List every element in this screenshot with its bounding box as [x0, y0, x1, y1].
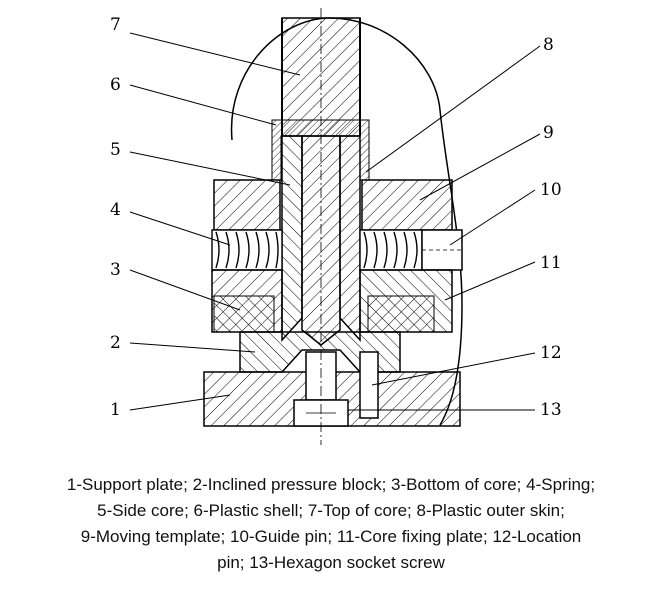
- figure-caption: 1-Support plate; 2-Inclined pressure blo…: [10, 472, 652, 576]
- callout-1: 1: [110, 400, 121, 420]
- side-core: [281, 135, 303, 342]
- callout-10: 10: [540, 180, 562, 200]
- caption-line: pin; 13-Hexagon socket screw: [217, 553, 445, 572]
- guide-pin: [421, 229, 463, 271]
- callout-11: 11: [540, 253, 562, 273]
- callout-5: 5: [110, 140, 121, 160]
- moving-template: [213, 179, 281, 231]
- callout-8: 8: [543, 35, 554, 55]
- leader-lines: [129, 32, 541, 411]
- callout-9: 9: [543, 123, 554, 143]
- callout-3: 3: [110, 260, 121, 280]
- mold-cross-section-diagram: 7 6 5 4 3 2 1 8 9 10 11 12 13: [110, 8, 562, 445]
- location-pin: [359, 351, 379, 419]
- callout-7: 7: [110, 15, 121, 35]
- spring-right: [359, 229, 423, 271]
- callout-13: 13: [540, 400, 562, 420]
- callout-6: 6: [110, 75, 121, 95]
- caption-line: 9-Moving template; 10-Guide pin; 11-Core…: [80, 527, 582, 546]
- caption-line: 5-Side core; 6-Plastic shell; 7-Top of c…: [97, 501, 565, 520]
- callout-2: 2: [110, 333, 121, 353]
- caption-line: 1-Support plate; 2-Inclined pressure blo…: [66, 475, 596, 494]
- central-core: [301, 135, 341, 346]
- callout-12: 12: [540, 343, 562, 363]
- spring-left: [211, 229, 283, 271]
- callout-4: 4: [110, 200, 121, 220]
